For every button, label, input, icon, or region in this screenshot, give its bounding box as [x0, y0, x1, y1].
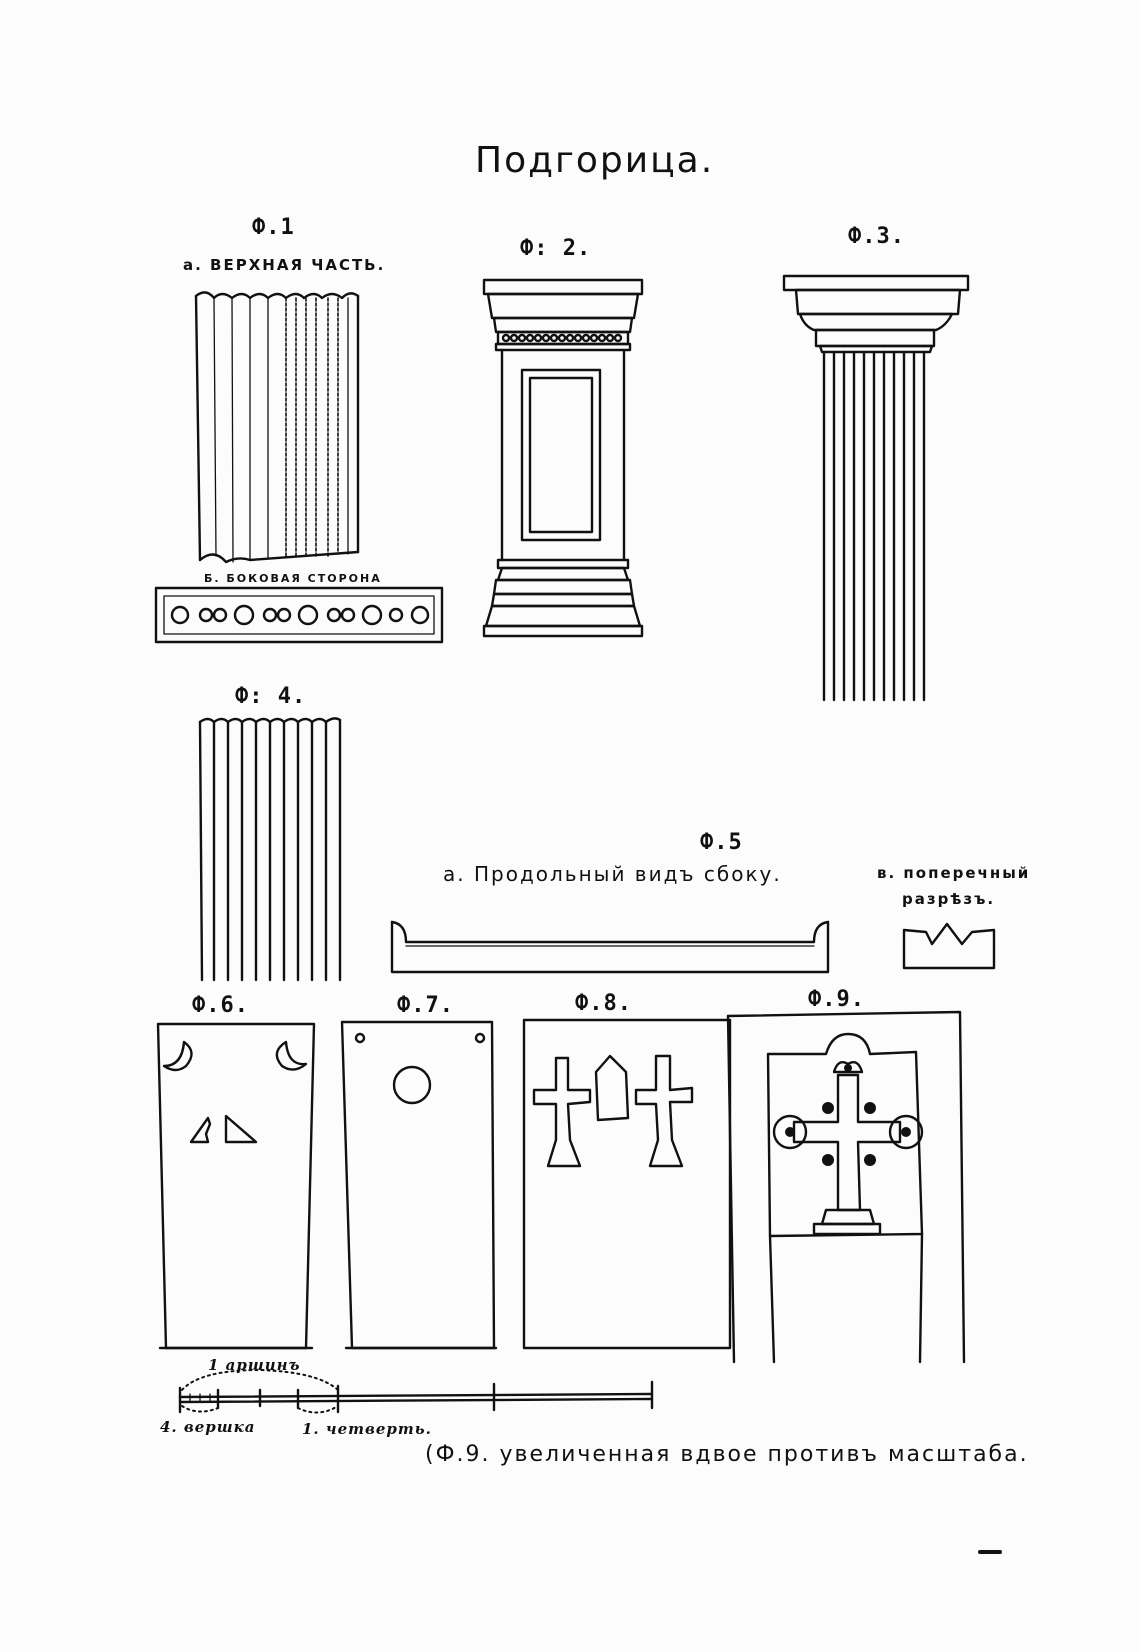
fig8-label: Ф.8. — [575, 991, 632, 1016]
fig4-label: Ф: 4. — [235, 684, 307, 709]
fig3-label: Ф.3. — [848, 224, 905, 249]
fig1-caption-b: Б. БОКОВАЯ СТОРОНА — [204, 572, 382, 585]
fig9-tombstone-drawing — [726, 1010, 966, 1364]
fig1-label: Ф.1 — [252, 215, 295, 240]
fig9-label: Ф.9. — [808, 987, 865, 1012]
fig5-caption-b-line1: в. поперечный — [877, 864, 1031, 882]
fig1-caption-a: а. ВЕРХНАЯ ЧАСТЬ. — [183, 256, 386, 274]
fig1-side-ornament-panel — [154, 586, 444, 644]
fig1-fluted-column-drawing — [194, 291, 360, 564]
fig8-tombstone-drawing — [522, 1018, 732, 1350]
fig5-label: Ф.5 — [700, 830, 743, 855]
fig2-label: Ф: 2. — [520, 236, 592, 261]
scale-bar — [178, 1369, 654, 1414]
fig7-label: Ф.7. — [397, 993, 454, 1018]
footnote: (Ф.9. увеличенная вдвое противъ масштаба… — [425, 1442, 1029, 1467]
scale-label-arshin: 1 аршинъ — [208, 1356, 301, 1374]
scale-label-chetvert: 1. четверть. — [302, 1420, 432, 1438]
fig5-longitudinal-view-drawing — [390, 920, 830, 974]
fig4-fluted-shaft-drawing — [198, 717, 342, 982]
fig6-tombstone-drawing — [156, 1022, 316, 1350]
fig2-pedestal-drawing — [482, 278, 644, 638]
fig5-caption-b-line2: разрѣзъ. — [902, 890, 996, 908]
fig5-cross-section-drawing — [902, 922, 996, 970]
fig5-caption-a: а. Продольный видъ сбоку. — [443, 862, 782, 886]
fig7-tombstone-drawing — [340, 1020, 498, 1350]
scale-label-vershok: 4. вершка — [160, 1418, 256, 1436]
page-title: Подгорица. — [475, 140, 715, 181]
fig6-label: Ф.6. — [192, 993, 249, 1018]
fig3-doric-column-drawing — [782, 274, 970, 702]
